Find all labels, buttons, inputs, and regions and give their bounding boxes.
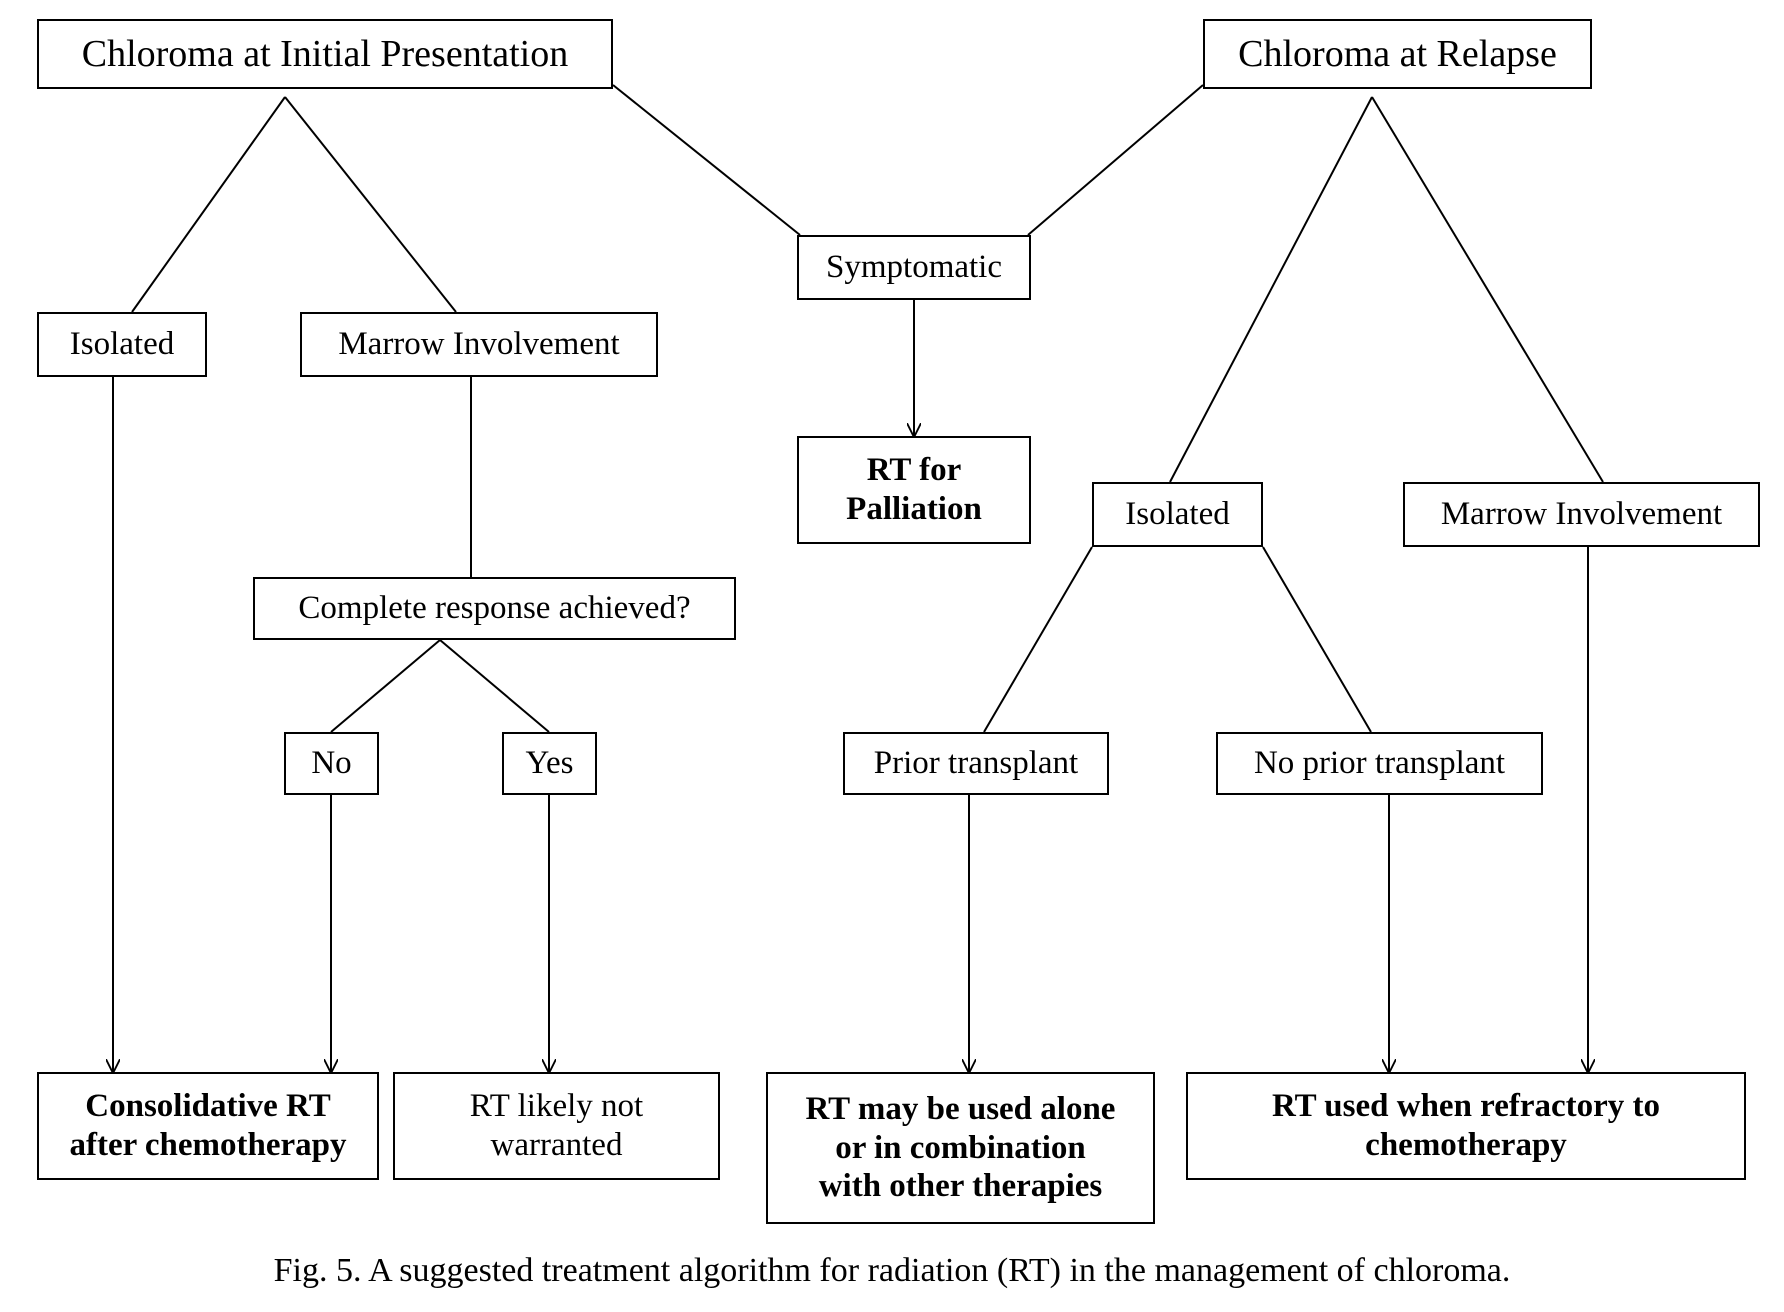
node-rt-refractory: RT used when refractory to chemotherapy	[1186, 1072, 1746, 1180]
edge-initial-marrow	[284, 96, 457, 313]
node-symptomatic: Symptomatic	[797, 235, 1031, 300]
node-rt-not-warranted: RT likely not warranted	[393, 1072, 720, 1180]
node-marrow-relapse: Marrow Involvement	[1403, 482, 1760, 547]
edge-relapse-isolated	[1169, 96, 1373, 483]
node-yes: Yes	[502, 732, 597, 795]
node-no-prior-transplant: No prior transplant	[1216, 732, 1543, 795]
node-no: No	[284, 732, 379, 795]
node-rt-alone-combination: RT may be used alone or in combination w…	[766, 1072, 1155, 1224]
edge-cr-yes	[439, 639, 550, 733]
node-initial-presentation: Chloroma at Initial Presentation	[37, 19, 613, 89]
figure-caption: Fig. 5. A suggested treatment algorithm …	[273, 1252, 1511, 1289]
edge-isolated-prior	[983, 546, 1093, 733]
node-consolidative-rt: Consolidative RT after chemotherapy	[37, 1072, 379, 1180]
edge-relapse-marrow	[1371, 96, 1604, 483]
edge-cr-no	[330, 639, 441, 733]
edge-relapse-symptomatic	[1027, 84, 1204, 236]
node-marrow-initial: Marrow Involvement	[300, 312, 658, 377]
edge-initial-symptomatic	[612, 84, 801, 236]
node-relapse: Chloroma at Relapse	[1203, 19, 1592, 89]
node-isolated-initial: Isolated	[37, 312, 207, 377]
node-prior-transplant: Prior transplant	[843, 732, 1109, 795]
node-rt-palliation: RT for Palliation	[797, 436, 1031, 544]
node-isolated-relapse: Isolated	[1092, 482, 1263, 547]
edge-initial-isolated	[131, 96, 286, 313]
edge-isolated-noprior	[1262, 546, 1372, 733]
node-complete-response: Complete response achieved?	[253, 577, 736, 640]
